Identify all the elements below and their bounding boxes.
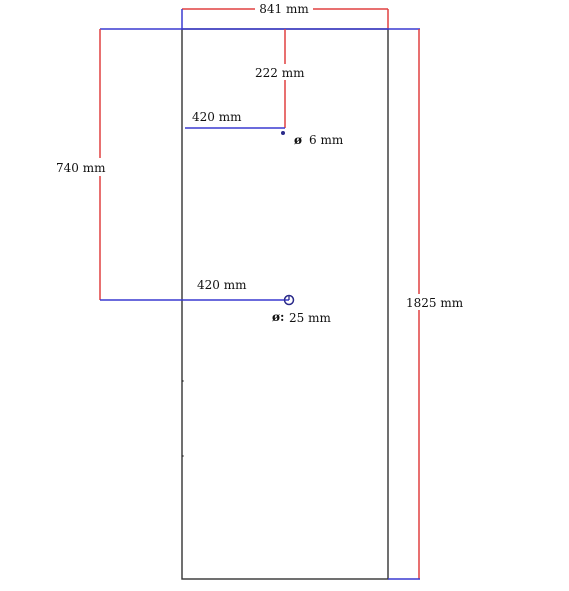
small-hole-horizontal-label: 420 mm xyxy=(192,110,242,124)
width-dimension-label: 841 mm xyxy=(259,2,309,16)
large-hole-diameter-symbol: ø: xyxy=(272,310,284,324)
small-hole-diameter-symbol: ø xyxy=(294,133,302,147)
small-hole: ø 6 mm xyxy=(281,131,344,147)
large-hole-vertical-label: 740 mm xyxy=(56,161,106,175)
large-hole-diameter-label: 25 mm xyxy=(289,311,331,325)
small-hole-diameter-label: 6 mm xyxy=(309,133,344,147)
width-dimension: 841 mm xyxy=(181,2,389,29)
small-hole-vertical-label: 222 mm xyxy=(255,66,305,80)
large-hole-horizontal-label: 420 mm xyxy=(197,278,247,292)
small-hole-vertical-dimension: 222 mm xyxy=(252,29,305,128)
large-hole: ø: 25 mm xyxy=(272,294,331,325)
small-hole-marker xyxy=(281,131,285,135)
large-hole-horizontal-dimension: 420 mm xyxy=(100,278,289,301)
height-dimension-label: 1825 mm xyxy=(406,296,464,310)
height-dimension: 1825 mm xyxy=(388,29,465,580)
large-hole-vertical-dimension: 740 mm xyxy=(52,29,108,300)
small-hole-horizontal-dimension: 420 mm xyxy=(185,110,285,129)
